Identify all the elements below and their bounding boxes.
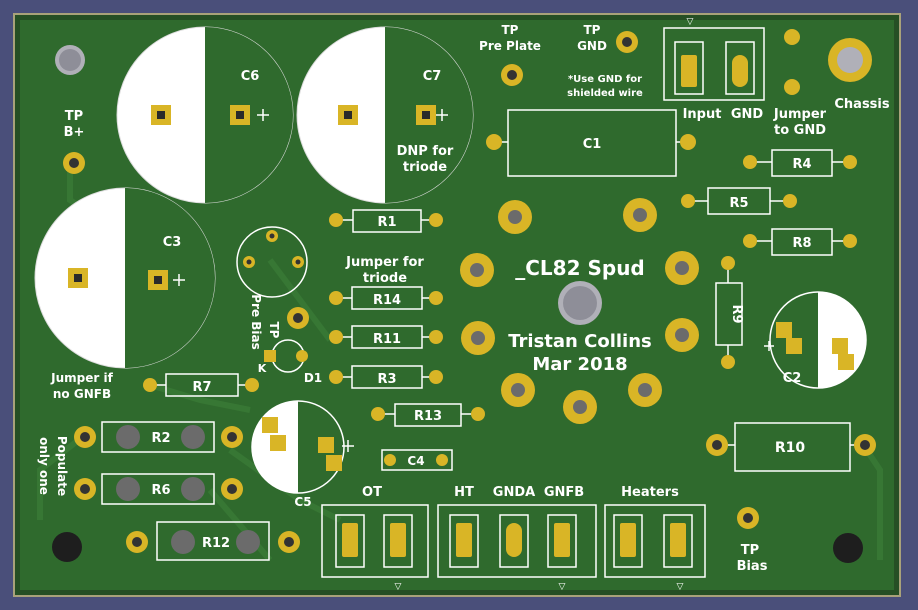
tp-bplus-label-2: B+ — [64, 125, 85, 140]
use-gnd-note-1: *Use GND for — [568, 74, 642, 85]
c5-capacitor — [251, 400, 354, 494]
c6-capacitor — [116, 26, 294, 204]
board-title: _CL82 Spud — [515, 256, 645, 280]
r5-label: R5 — [729, 196, 748, 211]
author-label: Tristan Collins — [508, 331, 652, 352]
jumper-gnd-label-1: Jumper — [773, 107, 827, 122]
c6-label: C6 — [241, 69, 260, 84]
input-label: Input — [683, 107, 722, 122]
r7-label: R7 — [192, 380, 211, 395]
c1-label: C1 — [583, 137, 602, 152]
gnfb-label: GNFB — [544, 485, 584, 500]
r13-label: R13 — [414, 409, 442, 424]
r11-label: R11 — [373, 332, 401, 347]
jumper-gnd-label-2: to GND — [774, 123, 826, 138]
c7-label: C7 — [423, 69, 442, 84]
r9-label: R9 — [729, 304, 744, 323]
heaters-label: Heaters — [621, 485, 679, 500]
mounting-holes — [52, 38, 872, 563]
dnp-note-1: DNP for — [397, 144, 454, 159]
populate-note-1: Populate — [55, 436, 69, 496]
r6-label: R6 — [151, 483, 170, 498]
r1-label: R1 — [377, 215, 396, 230]
dnp-note-2: triode — [403, 160, 447, 175]
c3-capacitor — [34, 187, 216, 369]
r8-label: R8 — [792, 236, 811, 251]
jumper-triode-1: Jumper for — [345, 255, 424, 270]
tp-bias-label-1: TP — [741, 543, 759, 558]
r10-label: R10 — [775, 440, 806, 456]
r3-label: R3 — [377, 372, 396, 387]
ht-label: HT — [454, 485, 474, 500]
ot-marker: ▽ — [395, 582, 402, 592]
c3-label: C3 — [163, 235, 182, 250]
tp-pre-plate-label-1: TP — [502, 23, 519, 37]
k-label: K — [258, 362, 267, 375]
connectors — [321, 27, 765, 578]
date-label: Mar 2018 — [532, 354, 627, 375]
tp-pre-plate-label-2: Pre Plate — [479, 39, 541, 53]
d1-label: D1 — [304, 371, 322, 385]
d1-diode — [264, 339, 308, 373]
jumper-gnfb-2: no GNFB — [53, 387, 111, 401]
c4-label: C4 — [407, 454, 424, 468]
heaters-marker: ▽ — [677, 582, 684, 592]
c2-label: C2 — [783, 371, 802, 386]
c2-capacitor — [764, 291, 867, 389]
tp-bias-label-2: Bias — [737, 559, 768, 574]
r4-label: R4 — [792, 157, 811, 172]
input-marker: ▽ — [687, 17, 694, 27]
chassis-label: Chassis — [834, 97, 889, 112]
jumper-gnfb-1: Jumper if — [50, 371, 113, 385]
gnfb-marker: ▽ — [559, 582, 566, 592]
tp-gnd-label-2: GND — [577, 39, 607, 53]
tp-bplus-label-1: TP — [65, 109, 83, 124]
jumper-triode-2: triode — [363, 271, 407, 286]
silkscreen-text: _CL82 Spud Tristan Collins Mar 2018 TP P… — [37, 17, 890, 592]
r2-label: R2 — [151, 431, 170, 446]
c5-label: C5 — [294, 495, 311, 509]
pre-bias-trimmer — [236, 226, 308, 298]
pad-holes — [69, 37, 870, 547]
ot-label: OT — [362, 485, 382, 500]
gnd-label: GND — [731, 107, 764, 122]
c7-capacitor — [296, 26, 474, 204]
use-gnd-note-2: shielded wire — [567, 88, 643, 99]
resistors — [101, 109, 851, 561]
populate-note-2: only one — [37, 437, 51, 495]
r12-label: R12 — [202, 536, 230, 551]
tp-pre-bias-label-2: Pre Bias — [249, 294, 263, 350]
tp-gnd-label-1: TP — [584, 23, 601, 37]
tp-pre-bias-label-1: TP — [267, 322, 281, 339]
r14-label: R14 — [373, 293, 401, 308]
gnda-label: GNDA — [493, 485, 535, 500]
